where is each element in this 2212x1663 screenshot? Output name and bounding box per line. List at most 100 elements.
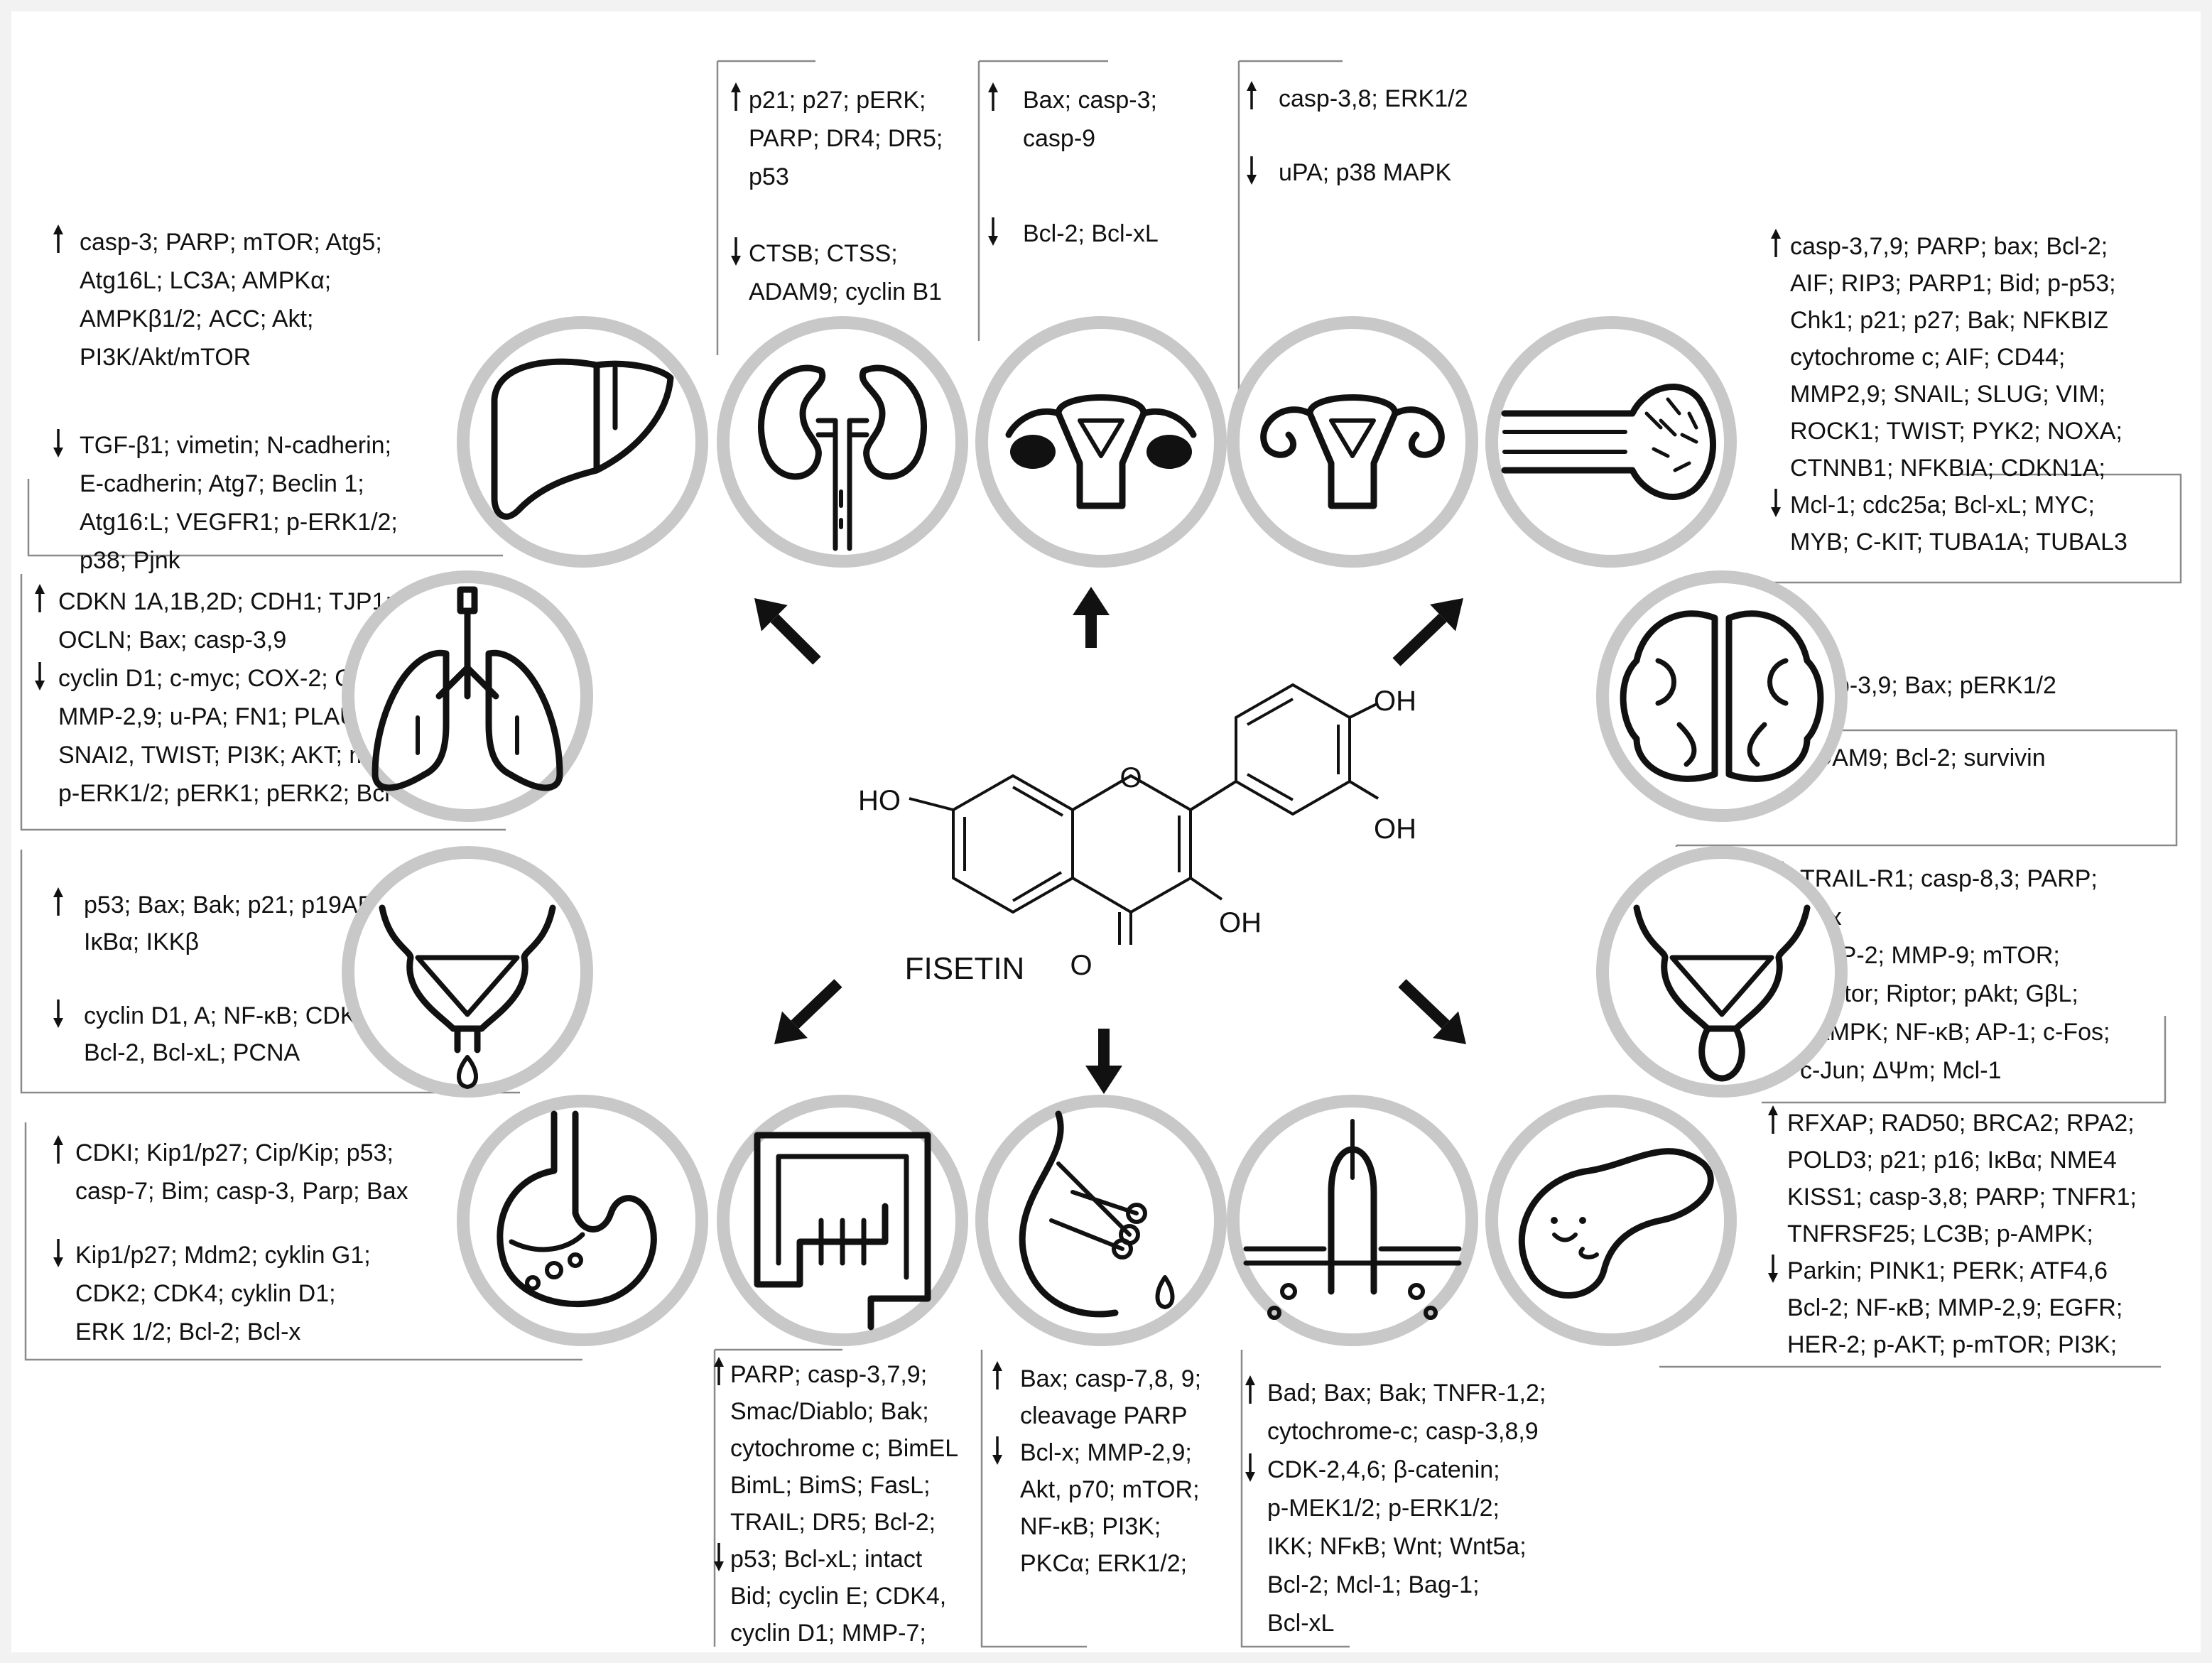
bone-icon: [1501, 384, 1716, 500]
lung-down-line: p-ERK1/2; pERK1; pERK2; Bcl-2: [58, 780, 411, 807]
icon-ring: [342, 846, 593, 1098]
up-arrow-head: [1247, 81, 1257, 91]
up-arrow-head: [1768, 1105, 1778, 1115]
colon-down-line: Bid; cyclin E; CDK4,: [730, 1583, 946, 1610]
bubble: [568, 1252, 583, 1268]
pancreas-down-line: Parkin; PINK1; PERK; ATF4,6: [1787, 1257, 2108, 1284]
bladder-up-line: IκBα; IKKβ: [84, 928, 199, 955]
skin-down-line: IKK; NFκB; Wnt; Wnt5a;: [1267, 1533, 1527, 1560]
bone-text-block: casp-3,7,9; PARP; bax; Bcl-2;AIF; RIP3; …: [1771, 229, 2127, 556]
cervix-up-line: Bax; casp-3;: [1023, 87, 1157, 114]
up-arrow-head: [53, 1135, 63, 1145]
bone-up-line: Chk1; p21; p27; Bak; NFKBIZ: [1790, 307, 2108, 334]
bubble: [525, 1275, 541, 1291]
bladder-icon-circle: [342, 846, 593, 1098]
colon-up-line: TRAIL; DR5; Bcl-2;: [730, 1509, 936, 1536]
prostate-down-line: pAMPK; NF-κB; AP-1; c-Fos;: [1800, 1019, 2110, 1046]
stomach-up-line: CDKI; Kip1/p27; Cip/Kip; p53;: [75, 1139, 394, 1166]
skin-icon: [1243, 1119, 1462, 1320]
bladder-up-line: p53; Bax; Bak; p21; p19ARF;: [84, 892, 396, 919]
icon-ring: [975, 1095, 1227, 1346]
breast-down-line: PKCα; ERK1/2;: [1020, 1550, 1187, 1577]
bracket-line: [980, 1350, 1087, 1648]
skin-down-line: Bcl-2; Mcl-1; Bag-1;: [1267, 1571, 1480, 1598]
breast-up-line: Bax; casp-7,8, 9;: [1020, 1365, 1201, 1392]
liver-icon: [491, 358, 674, 520]
pancreas-up-line: RFXAP; RAD50; BRCA2; RPA2;: [1787, 1110, 2135, 1137]
bracket-line: [1769, 473, 2182, 584]
down-arrow-head: [53, 1257, 63, 1267]
bladder-down-line: Bcl-2, Bcl-xL; PCNA: [84, 1039, 300, 1066]
breast-icon: [1019, 1110, 1175, 1318]
stomach-up-line: casp-7; Bim; casp-3, Parp; Bax: [75, 1178, 408, 1205]
bracket-line: [1237, 60, 1343, 398]
breast-text-block: Bax; casp-7,8, 9; cleavage PARP Bcl-x; MMP…: [992, 1361, 1201, 1577]
pore: [1280, 1283, 1297, 1300]
cervix-icon-circle: [975, 316, 1227, 568]
liver-icon-circle: [457, 316, 708, 568]
up-arrow-head: [992, 1361, 1002, 1371]
ovary-right: [1146, 435, 1192, 469]
kidney-up-line: PARP; DR4; DR5;: [749, 125, 943, 152]
bone-icon-circle: [1485, 316, 1737, 568]
skin-down-line: CDK-2,4,6; β-catenin;: [1267, 1456, 1500, 1483]
colon-down-line: cyclin D1; MMP-7;: [730, 1620, 926, 1647]
breast-up-line: cleavage PARP: [1020, 1402, 1188, 1429]
bladder-icon: [379, 904, 556, 1089]
lung-icon: [372, 586, 563, 791]
bracket-line: [713, 1348, 842, 1647]
liver-down-line: E-cadherin; Atg7; Beclin 1;: [80, 470, 364, 497]
bone-up-line: cytochrome c; AIF; CD44;: [1790, 344, 2065, 371]
bladder-text-block: p53; Bax; Bak; p21; p19ARF;IκBα; IKKβcyc…: [53, 887, 396, 1066]
icon-ring: [1227, 1095, 1478, 1346]
stomach-down-line: CDK2; CDK4; cyklin D1;: [75, 1280, 336, 1307]
down-arrow-head: [35, 681, 45, 690]
skin-up-line: Bad; Bax; Bak; TNFR-1,2;: [1267, 1380, 1546, 1407]
prostate-icon-circle: [1596, 846, 1848, 1098]
lobule: [1126, 1203, 1147, 1224]
up-arrow-head: [1771, 229, 1781, 239]
colon-down-line: p53; Bcl-xL; intact: [730, 1546, 923, 1573]
up-arrow-head: [988, 82, 998, 92]
prostate-text-block: TRAIL-R1; casp-8,3; PARP;BaxMMP-2; MMP-9…: [1778, 861, 2110, 1084]
liver-up-line: PI3K/Akt/mTOR: [80, 344, 251, 371]
icon-ring: [1227, 316, 1478, 568]
bracket-line: [27, 479, 503, 557]
molecule-label: OH: [1374, 813, 1416, 845]
uterus-ovaries-icon: [1005, 394, 1197, 509]
ovary-down-line: uPA; p38 MAPK: [1279, 159, 1451, 186]
colon-up-line: cytochrome c; BimEL: [730, 1435, 958, 1462]
pancreas-down-line: HER-2; p-AKT; p-mTOR; PI3K;: [1787, 1331, 2117, 1358]
down-arrow-head: [53, 1018, 63, 1028]
breast-down-line: Bcl-x; MMP-2,9;: [1020, 1439, 1192, 1466]
liver-text-block: casp-3; PARP; mTOR; Atg5;Atg16L; LC3A; A…: [53, 224, 398, 574]
figure-panel: [11, 11, 2201, 1652]
lung-up-line: CDKN 1A,1B,2D; CDH1; TJP1;: [58, 588, 392, 615]
up-arrow-head: [35, 584, 45, 594]
pore: [1424, 1306, 1438, 1320]
brain-icon: [1620, 610, 1824, 782]
kidney-up-line: p21; p27; pERK;: [749, 87, 926, 114]
kidney-icon-circle: [717, 316, 968, 568]
icon-ring: [975, 316, 1227, 568]
cervix-down-line: Bcl-2; Bcl-xL: [1023, 220, 1159, 247]
pancreas-icon-circle: [1485, 1095, 1737, 1346]
bone-up-line: MMP2,9; SNAIL; SLUG; VIM;: [1790, 381, 2105, 408]
icon-ring: [1485, 1095, 1737, 1346]
pancreas-up-line: KISS1; casp-3,8; PARP; TNFR1;: [1787, 1183, 2137, 1210]
brain-down-line: ADAM9; Bcl-2; survivin: [1799, 744, 2046, 771]
down-arrow-head: [992, 1455, 1002, 1465]
down-arrow-head: [1245, 1472, 1255, 1482]
bubble: [545, 1261, 563, 1279]
prostate-icon: [1633, 904, 1811, 1082]
down-arrow-head: [988, 236, 998, 246]
uterus-icon: [1260, 394, 1445, 509]
down-arrow-head: [1771, 507, 1781, 517]
molecule-label: OH: [1219, 907, 1262, 938]
pore: [1267, 1306, 1281, 1320]
lung-up-line: OCLN; Bax; casp-3,9: [58, 627, 286, 654]
kidney-down-line: ADAM9; cyclin B1: [749, 278, 942, 305]
